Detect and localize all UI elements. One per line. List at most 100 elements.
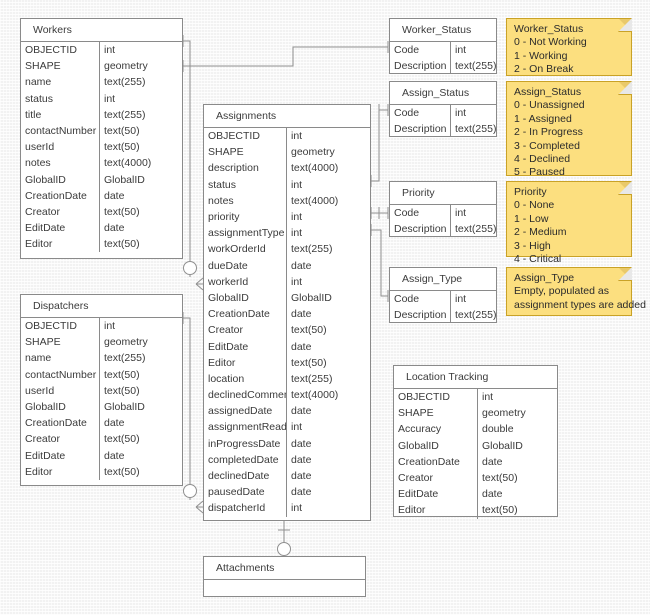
field-type: double bbox=[477, 421, 557, 438]
note-fold-icon bbox=[619, 182, 631, 194]
connector-dispatchers-to-assignments bbox=[182, 312, 204, 514]
field-name: name bbox=[25, 352, 52, 365]
field-name: userId bbox=[25, 141, 55, 154]
field-name: Editor bbox=[25, 238, 53, 251]
field-type: int bbox=[286, 273, 370, 290]
connector-assignments-priority-to-priority bbox=[370, 207, 389, 219]
field-name: notes bbox=[208, 194, 234, 207]
field-name: EditDate bbox=[398, 488, 439, 501]
field-type: int bbox=[286, 128, 370, 145]
field-name: Code bbox=[394, 207, 420, 220]
field-type: int bbox=[286, 225, 370, 242]
field-name: name bbox=[25, 76, 52, 89]
field-name: CreationDate bbox=[25, 417, 87, 430]
note-line: 2 - Medium bbox=[514, 226, 567, 239]
connector-workers-status-to-worker-status bbox=[177, 41, 389, 72]
field-type: text(255) bbox=[286, 370, 370, 387]
field-type: GlobalID bbox=[286, 289, 370, 307]
field-type: date bbox=[286, 403, 370, 420]
connector-workers-to-assignments bbox=[182, 35, 204, 291]
field-type: int bbox=[450, 291, 496, 308]
field-type: geometry bbox=[99, 334, 182, 351]
field-type: text(4000) bbox=[286, 387, 370, 404]
field-name: SHAPE bbox=[398, 407, 434, 420]
field-type: int bbox=[286, 176, 370, 193]
field-name: declinedDate bbox=[208, 470, 270, 483]
note-fold-icon bbox=[619, 82, 631, 94]
field-name: assignedDate bbox=[208, 405, 273, 418]
note-line: 2 - In Progress bbox=[514, 126, 583, 139]
field-type: text(50) bbox=[286, 354, 370, 371]
field-type: text(50) bbox=[477, 502, 557, 519]
field-type: text(255) bbox=[286, 241, 370, 258]
note-line: 4 - Critical bbox=[514, 253, 562, 266]
field-type: text(255) bbox=[99, 350, 182, 367]
field-row: name text(255) bbox=[21, 350, 182, 367]
field-name: contactNumber bbox=[25, 368, 97, 381]
field-type: text(50) bbox=[477, 469, 557, 487]
field-type: date bbox=[286, 467, 370, 485]
field-type: text(50) bbox=[99, 366, 182, 383]
note-line: 5 - Paused bbox=[514, 166, 565, 179]
field-name: Editor bbox=[25, 465, 53, 478]
field-name: status bbox=[25, 92, 54, 105]
field-name: EditDate bbox=[25, 222, 66, 235]
entity-assign-type-title: Assign_Type bbox=[390, 268, 496, 291]
field-name: OBJECTID bbox=[398, 391, 450, 404]
field-name: GlobalID bbox=[25, 401, 66, 414]
entity-attachments[interactable]: Attachments bbox=[203, 556, 366, 597]
field-name: Creator bbox=[25, 205, 61, 218]
entity-worker-status-title: Worker_Status bbox=[390, 19, 496, 42]
field-type: text(255) bbox=[99, 74, 182, 91]
entity-workers-title: Workers bbox=[21, 19, 182, 42]
field-type: date bbox=[99, 447, 182, 464]
field-name: Description bbox=[394, 309, 447, 322]
entity-attachments-empty-row bbox=[204, 580, 365, 597]
field-type: date bbox=[99, 187, 182, 204]
field-name: Creator bbox=[25, 433, 61, 446]
field-type: geometry bbox=[99, 58, 182, 75]
field-name: OBJECTID bbox=[25, 320, 77, 333]
field-type: text(4000) bbox=[99, 155, 182, 172]
field-name: OBJECTID bbox=[25, 44, 77, 57]
field-name: EditDate bbox=[208, 340, 249, 353]
field-type: int bbox=[477, 389, 557, 406]
field-type: date bbox=[477, 486, 557, 503]
field-name: title bbox=[25, 108, 42, 121]
field-type: int bbox=[99, 90, 182, 107]
field-type: text(50) bbox=[99, 431, 182, 448]
field-name: SHAPE bbox=[208, 146, 244, 159]
field-type: text(50) bbox=[99, 122, 182, 140]
note-line: 1 - Assigned bbox=[514, 112, 572, 125]
